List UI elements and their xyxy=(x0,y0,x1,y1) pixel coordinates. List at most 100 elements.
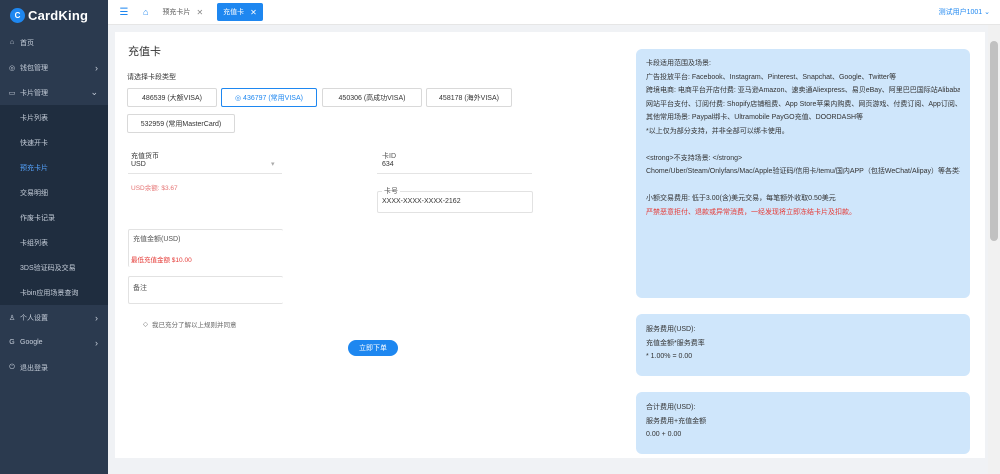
sidebar-item[interactable]: 作废卡记录 xyxy=(0,205,108,230)
logo[interactable]: C CardKing xyxy=(0,0,108,30)
sidebar-item-label: Google xyxy=(20,339,43,346)
wallet-icon: ◎ xyxy=(8,64,16,72)
service-fee-label: 服务费用(USD): xyxy=(646,326,696,333)
card-id-value: 634 xyxy=(382,161,394,168)
sidebar-item[interactable]: ▭ 卡片管理 ⌄ xyxy=(0,80,108,105)
service-fee-value: * 1.00% = 0.00 xyxy=(646,353,693,360)
home-icon: ⌂ xyxy=(9,39,15,46)
sidebar-item-label: 退出登录 xyxy=(20,364,48,372)
sidebar-item-label: 卡bin应用场景查询 xyxy=(20,289,79,297)
divider xyxy=(377,173,532,174)
currency-select[interactable]: USD xyxy=(131,161,146,168)
tab-label: 充值卡 xyxy=(223,9,245,16)
topbar: ☰ ⌂ 预充卡片 ✕ 充值卡 ✕ 测试用户1001 ⌄ xyxy=(108,0,1000,25)
amount-min-hint: 最低充值金额 $10.00 xyxy=(131,257,192,264)
chevron-icon: ⌄ xyxy=(90,87,98,97)
user-icon: ♙ xyxy=(8,314,16,322)
tos-agreement[interactable]: ◇ 我已充分了解以上规则并同意 xyxy=(143,319,237,329)
bin-option-532959[interactable]: 532959 (常用MasterCard) xyxy=(127,114,235,133)
tab-label: 预充卡片 xyxy=(162,9,191,16)
info-line: 网站平台支付、订阅付费: Shopify店铺租费、App Store苹果内购费、… xyxy=(646,100,960,108)
info-line: Chome/Uber/Steam/Onlyfans/Mac/Apple验证码/信… xyxy=(646,168,960,175)
rules-panel: 卡段适用范围及场景:广告投放平台: Facebook、Instagram、Pin… xyxy=(636,49,970,298)
remark-field[interactable] xyxy=(128,276,283,304)
info-line: 小额交易费用: 低于3.00(含)美元交易，每笔额外收取0.50美元 xyxy=(646,195,836,202)
amount-field[interactable] xyxy=(128,229,283,267)
info-line: 其他常用场景: Paypal绑卡、Ultramobile PayGO充值、DOO… xyxy=(646,114,864,121)
scrollbar[interactable] xyxy=(988,25,1000,474)
logo-text: CardKing xyxy=(28,7,89,23)
sidebar-item-label: 首页 xyxy=(20,39,34,47)
menu-toggle-icon[interactable]: ☰ xyxy=(119,6,129,18)
sidebar-menu: ⌂ 首页 ◎ 钱包管理 › ▭ 卡片管理 ⌄ 卡片列表快速开卡预充卡片交易明细作废卡记录卡组列表… xyxy=(0,30,108,380)
sidebar-item-label: 钱包管理 xyxy=(20,64,48,72)
currency-balance-hint: USD余额: $3.67 xyxy=(131,185,178,192)
divider xyxy=(128,173,282,174)
sidebar-item[interactable]: 卡片列表 xyxy=(0,105,108,130)
scrollbar-thumb[interactable] xyxy=(990,41,998,241)
tos-text: 我已充分了解以上规则并同意 xyxy=(152,322,237,329)
card-number-label: 卡号 xyxy=(382,186,400,196)
page-title: 充值卡 xyxy=(128,46,161,58)
sidebar-item[interactable]: G Google › xyxy=(0,330,108,355)
submit-button[interactable]: 立即下单 xyxy=(348,340,398,356)
sidebar-item[interactable]: 快速开卡 xyxy=(0,130,108,155)
close-icon[interactable]: ✕ xyxy=(250,7,257,17)
bin-option-436797[interactable]: ◎ 436797 (常用VISA) xyxy=(221,88,317,107)
sidebar-item-label: 作废卡记录 xyxy=(20,214,55,222)
sidebar-item[interactable]: 预充卡片 xyxy=(0,155,108,180)
sidebar-item-label: 3DS验证码及交易 xyxy=(20,264,76,272)
total-fee-label: 合计费用(USD): xyxy=(646,404,696,411)
chevron-icon: › xyxy=(95,337,98,348)
warning-text: 严禁恶意拒付、退款或异常消费，一经发现将立即冻结卡片及扣款。 xyxy=(646,208,856,216)
bin-type-label: 请选择卡段类型 xyxy=(127,74,176,81)
main-content: 充值卡 请选择卡段类型 486539 (大额VISA) ◎ 436797 (常用… xyxy=(115,32,985,458)
sidebar-item-label: 快速开卡 xyxy=(20,139,48,147)
sidebar-item[interactable]: 3DS验证码及交易 xyxy=(0,255,108,280)
card-icon: ▭ xyxy=(8,89,16,97)
amount-label: 充值金额(USD) xyxy=(133,236,181,243)
sidebar-item-label: 卡组列表 xyxy=(20,239,48,247)
sidebar-item[interactable]: ♙ 个人设置 › xyxy=(0,305,108,330)
service-fee-panel: 服务费用(USD): 充值金额*服务费率 * 1.00% = 0.00 xyxy=(636,314,970,376)
info-line: <strong>不支持场景: </strong> xyxy=(646,154,743,162)
sidebar: C CardKing ⌂ 首页 ◎ 钱包管理 › ▭ 卡片管理 ⌄ 卡片列表快速开卡预充卡片交易… xyxy=(0,0,108,474)
user-menu[interactable]: 测试用户1001 ⌄ xyxy=(938,9,990,16)
google-icon: G xyxy=(9,339,15,346)
sidebar-item[interactable]: 交易明细 xyxy=(0,180,108,205)
sidebar-item[interactable]: ⌂ 首页 xyxy=(0,30,108,55)
card-number-field xyxy=(377,191,533,213)
sidebar-item-label: 卡片管理 xyxy=(20,89,48,97)
sidebar-item[interactable]: ⏻退出登录 xyxy=(0,355,108,380)
card-id-label: 卡ID xyxy=(382,153,396,160)
total-fee-value: 0.00 + 0.00 xyxy=(646,431,682,438)
service-fee-desc: 充值金额*服务费率 xyxy=(646,339,705,347)
info-line: 跨境电商: 电商平台开店付费: 亚马逊Amazon、速卖通Aliexpress、… xyxy=(646,87,960,94)
remark-label: 备注 xyxy=(133,285,147,292)
chevron-icon: › xyxy=(95,312,98,323)
info-line: *以上仅为部分支持，并非全部可以绑卡使用。 xyxy=(646,127,789,135)
info-line: 卡段适用范围及场景: xyxy=(646,60,711,67)
chevron-down-icon[interactable]: ▾ xyxy=(271,161,275,168)
sidebar-item-label: 卡片列表 xyxy=(20,114,48,122)
logo-icon: C xyxy=(10,7,25,23)
total-fee-desc: 服务费用+充值金额 xyxy=(646,417,707,425)
card-number-value: XXXX-XXXX-XXXX-2162 xyxy=(382,198,461,205)
tab-recharge-card[interactable]: 充值卡 ✕ xyxy=(217,3,263,21)
sidebar-item[interactable]: ◎ 钱包管理 › xyxy=(0,55,108,80)
sidebar-item[interactable]: 卡bin应用场景查询 xyxy=(0,280,108,305)
sidebar-item-label: 个人设置 xyxy=(20,314,48,322)
close-icon[interactable]: ✕ xyxy=(196,7,204,17)
bin-option-458178[interactable]: 458178 (海外VISA) xyxy=(426,88,512,107)
chevron-icon: › xyxy=(95,62,98,73)
bin-option-486539[interactable]: 486539 (大额VISA) xyxy=(127,88,217,107)
bin-option-450306[interactable]: 450306 (高成功VISA) xyxy=(322,88,422,107)
sidebar-item[interactable]: 卡组列表 xyxy=(0,230,108,255)
currency-label: 充值货币 xyxy=(131,153,159,160)
home-icon[interactable]: ⌂ xyxy=(143,7,149,17)
info-line xyxy=(646,138,960,152)
sidebar-item-label: 交易明细 xyxy=(20,189,48,197)
tab-prepaid-cards[interactable]: 预充卡片 ✕ xyxy=(156,3,209,21)
sidebar-item-label: 预充卡片 xyxy=(20,164,48,172)
total-fee-panel: 合计费用(USD): 服务费用+充值金额 0.00 + 0.00 xyxy=(636,392,970,454)
